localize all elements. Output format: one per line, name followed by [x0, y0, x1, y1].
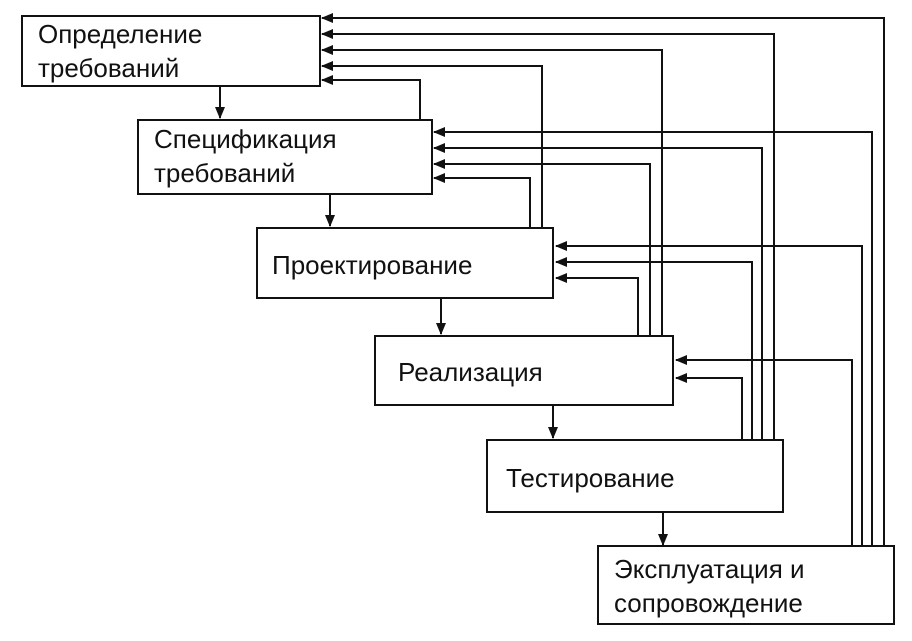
- stage-operation-line-1: Эксплуатация и: [614, 554, 805, 584]
- feedback-des-to-def: [321, 61, 543, 228]
- stage-testing-line-1: Тестирование: [506, 463, 675, 493]
- stage-design-box: [256, 227, 554, 299]
- feedback-des-to-spec: [433, 173, 531, 228]
- feedback-ops-to-def: [321, 13, 885, 546]
- stage-specification-line-1: Спецификация: [154, 124, 337, 154]
- stage-implementation-line-1: Реализация: [398, 357, 543, 387]
- feedback-ops-to-des: [555, 241, 863, 546]
- feedback-test-to-def: [321, 29, 775, 440]
- forward-arrows: [215, 86, 668, 546]
- stage-design-line-1: Проектирование: [272, 250, 472, 280]
- stage-specification-line-2: требований: [154, 158, 295, 188]
- feedback-spec-to-def: [321, 75, 421, 120]
- feedback-impl-to-def: [321, 45, 663, 336]
- stage-definition-line-2: требований: [38, 53, 179, 83]
- feedback-impl-to-des: [555, 273, 639, 336]
- stage-definition-box: [21, 15, 321, 87]
- stage-design: Проектирование: [256, 227, 554, 299]
- feedback-arrows: [321, 13, 885, 546]
- stage-operation-box: [597, 545, 895, 625]
- stage-definition-line-1: Определение: [38, 19, 202, 49]
- stage-specification-box: [137, 119, 433, 195]
- feedback-ops-to-spec: [433, 127, 873, 546]
- stage-implementation-box: [374, 335, 674, 406]
- stage-operation-line-2: сопровождение: [614, 588, 803, 618]
- stage-testing: Тестирование: [486, 439, 784, 513]
- stage-specification: Спецификация требований: [137, 119, 433, 195]
- feedback-ops-to-impl: [675, 355, 853, 546]
- stage-operation: Эксплуатация и сопровождение: [597, 545, 895, 625]
- stage-definition: Определение требований: [21, 15, 321, 87]
- feedback-test-to-impl: [675, 373, 743, 440]
- stage-implementation: Реализация: [374, 335, 674, 406]
- stage-testing-box: [486, 439, 784, 513]
- feedback-impl-to-spec: [433, 159, 651, 336]
- feedback-test-to-spec: [433, 143, 763, 440]
- feedback-test-to-des: [555, 257, 753, 440]
